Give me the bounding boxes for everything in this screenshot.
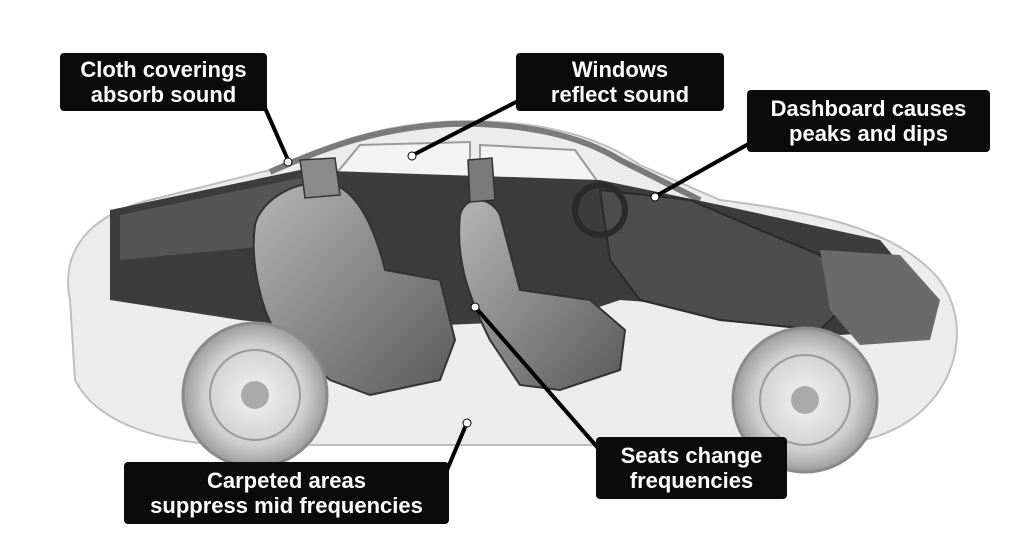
anchor-cloth (283, 157, 293, 167)
front-wheel (731, 326, 879, 474)
callout-carpeted-areas: Carpeted areas suppress mid frequencies (124, 462, 449, 524)
callout-windows: Windows reflect sound (516, 53, 724, 111)
callout-dashboard: Dashboard causes peaks and dips (747, 90, 990, 152)
leader-cloth (263, 107, 290, 161)
leader-windows (412, 98, 521, 157)
leader-carpet (445, 424, 468, 471)
callout-dash-line1: Dashboard causes (770, 96, 967, 121)
leader-dash (655, 140, 753, 198)
callout-windows-line2: reflect sound (550, 82, 690, 107)
anchor-dash (650, 192, 660, 202)
callout-cloth-line1: Cloth coverings (80, 57, 247, 82)
callout-carpet-line1: Carpeted areas (207, 468, 366, 493)
callout-seats: Seats change frequencies (596, 437, 787, 499)
leader-lines (263, 98, 753, 471)
anchor-seats (470, 302, 480, 312)
front-seat (458, 157, 627, 392)
anchor-carpet (462, 418, 472, 428)
anchor-windows (407, 151, 417, 161)
leader-seats (474, 306, 600, 450)
callout-cloth-coverings: Cloth coverings absorb sound (60, 53, 267, 111)
callout-seats-line2: frequencies (629, 468, 754, 493)
callout-cloth-line2: absorb sound (90, 82, 237, 107)
callout-dash-line2: peaks and dips (789, 121, 948, 146)
rear-wheel (181, 321, 329, 469)
callout-carpet-line2: suppress mid frequencies (150, 493, 423, 518)
callout-seats-line1: Seats change (620, 443, 763, 468)
callout-windows-line1: Windows (571, 57, 669, 82)
